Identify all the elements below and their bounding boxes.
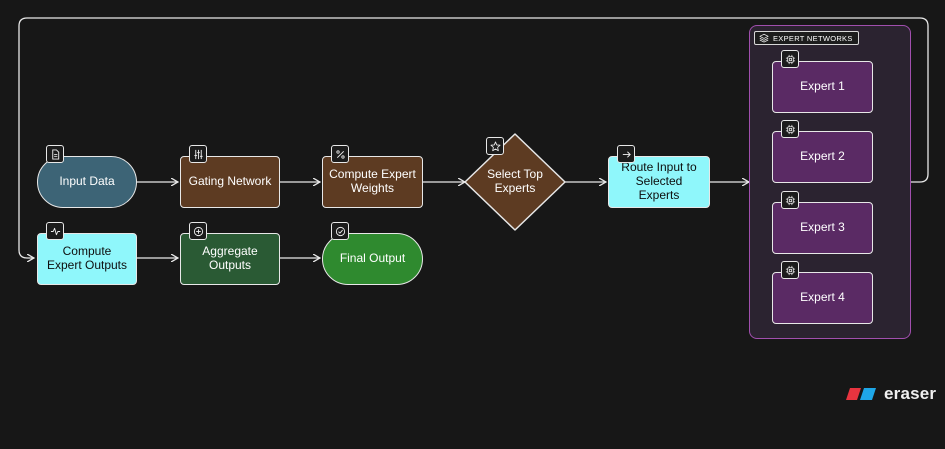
check-circle-icon xyxy=(331,222,349,240)
node-input-data[interactable]: Input Data xyxy=(37,156,137,208)
eraser-logo-text: eraser xyxy=(884,384,937,403)
percent-icon xyxy=(331,145,349,163)
node-gating-network[interactable]: Gating Network xyxy=(180,156,280,208)
activity-icon xyxy=(46,222,64,240)
layers-icon xyxy=(759,33,769,43)
node-compute-expert-outputs[interactable]: Compute Expert Outputs xyxy=(37,233,137,285)
node-expert-3-label: Expert 3 xyxy=(800,220,845,235)
node-input-data-label: Input Data xyxy=(59,174,115,189)
node-final-output[interactable]: Final Output xyxy=(322,233,423,285)
node-route-input-label: Route Input to Selected Experts xyxy=(621,160,697,202)
sliders-icon xyxy=(189,145,207,163)
node-route-input[interactable]: Route Input to Selected Experts xyxy=(608,156,710,208)
node-gating-network-label: Gating Network xyxy=(188,174,272,189)
node-aggregate-outputs-label: Aggregate Outputs xyxy=(202,244,258,272)
node-select-top-experts[interactable]: Select Top Experts xyxy=(484,160,546,204)
node-compute-expert-outputs-label: Compute Expert Outputs xyxy=(46,244,128,272)
decision-diamond-shape xyxy=(464,133,566,231)
node-expert-2[interactable]: Expert 2 xyxy=(772,131,873,183)
plus-circle-icon xyxy=(189,222,207,240)
node-aggregate-outputs[interactable]: Aggregate Outputs xyxy=(180,233,280,285)
edge-experts-to-compute-outputs xyxy=(18,17,929,258)
group-expert-networks-label: EXPERT NETWORKS xyxy=(754,31,859,45)
node-compute-expert-weights[interactable]: Compute Expert Weights xyxy=(322,156,423,208)
cpu-icon xyxy=(781,120,799,138)
cpu-icon xyxy=(781,261,799,279)
cpu-icon xyxy=(781,191,799,209)
node-final-output-label: Final Output xyxy=(339,251,406,266)
node-select-top-experts-label: Select Top Experts xyxy=(487,167,543,195)
node-compute-expert-weights-label: Compute Expert Weights xyxy=(329,167,416,195)
eraser-logo: eraser xyxy=(845,384,936,404)
node-expert-3[interactable]: Expert 3 xyxy=(772,202,873,254)
star-icon xyxy=(486,137,504,155)
node-expert-1-label: Expert 1 xyxy=(800,79,845,94)
cpu-icon xyxy=(781,50,799,68)
node-expert-2-label: Expert 2 xyxy=(800,149,845,164)
arrow-right-icon xyxy=(617,145,635,163)
node-expert-4-label: Expert 4 xyxy=(800,290,845,305)
node-expert-4[interactable]: Expert 4 xyxy=(772,272,873,324)
group-label-text: EXPERT NETWORKS xyxy=(773,33,853,43)
node-expert-1[interactable]: Expert 1 xyxy=(772,61,873,113)
file-icon xyxy=(46,145,64,163)
eraser-logo-mark xyxy=(846,388,876,400)
